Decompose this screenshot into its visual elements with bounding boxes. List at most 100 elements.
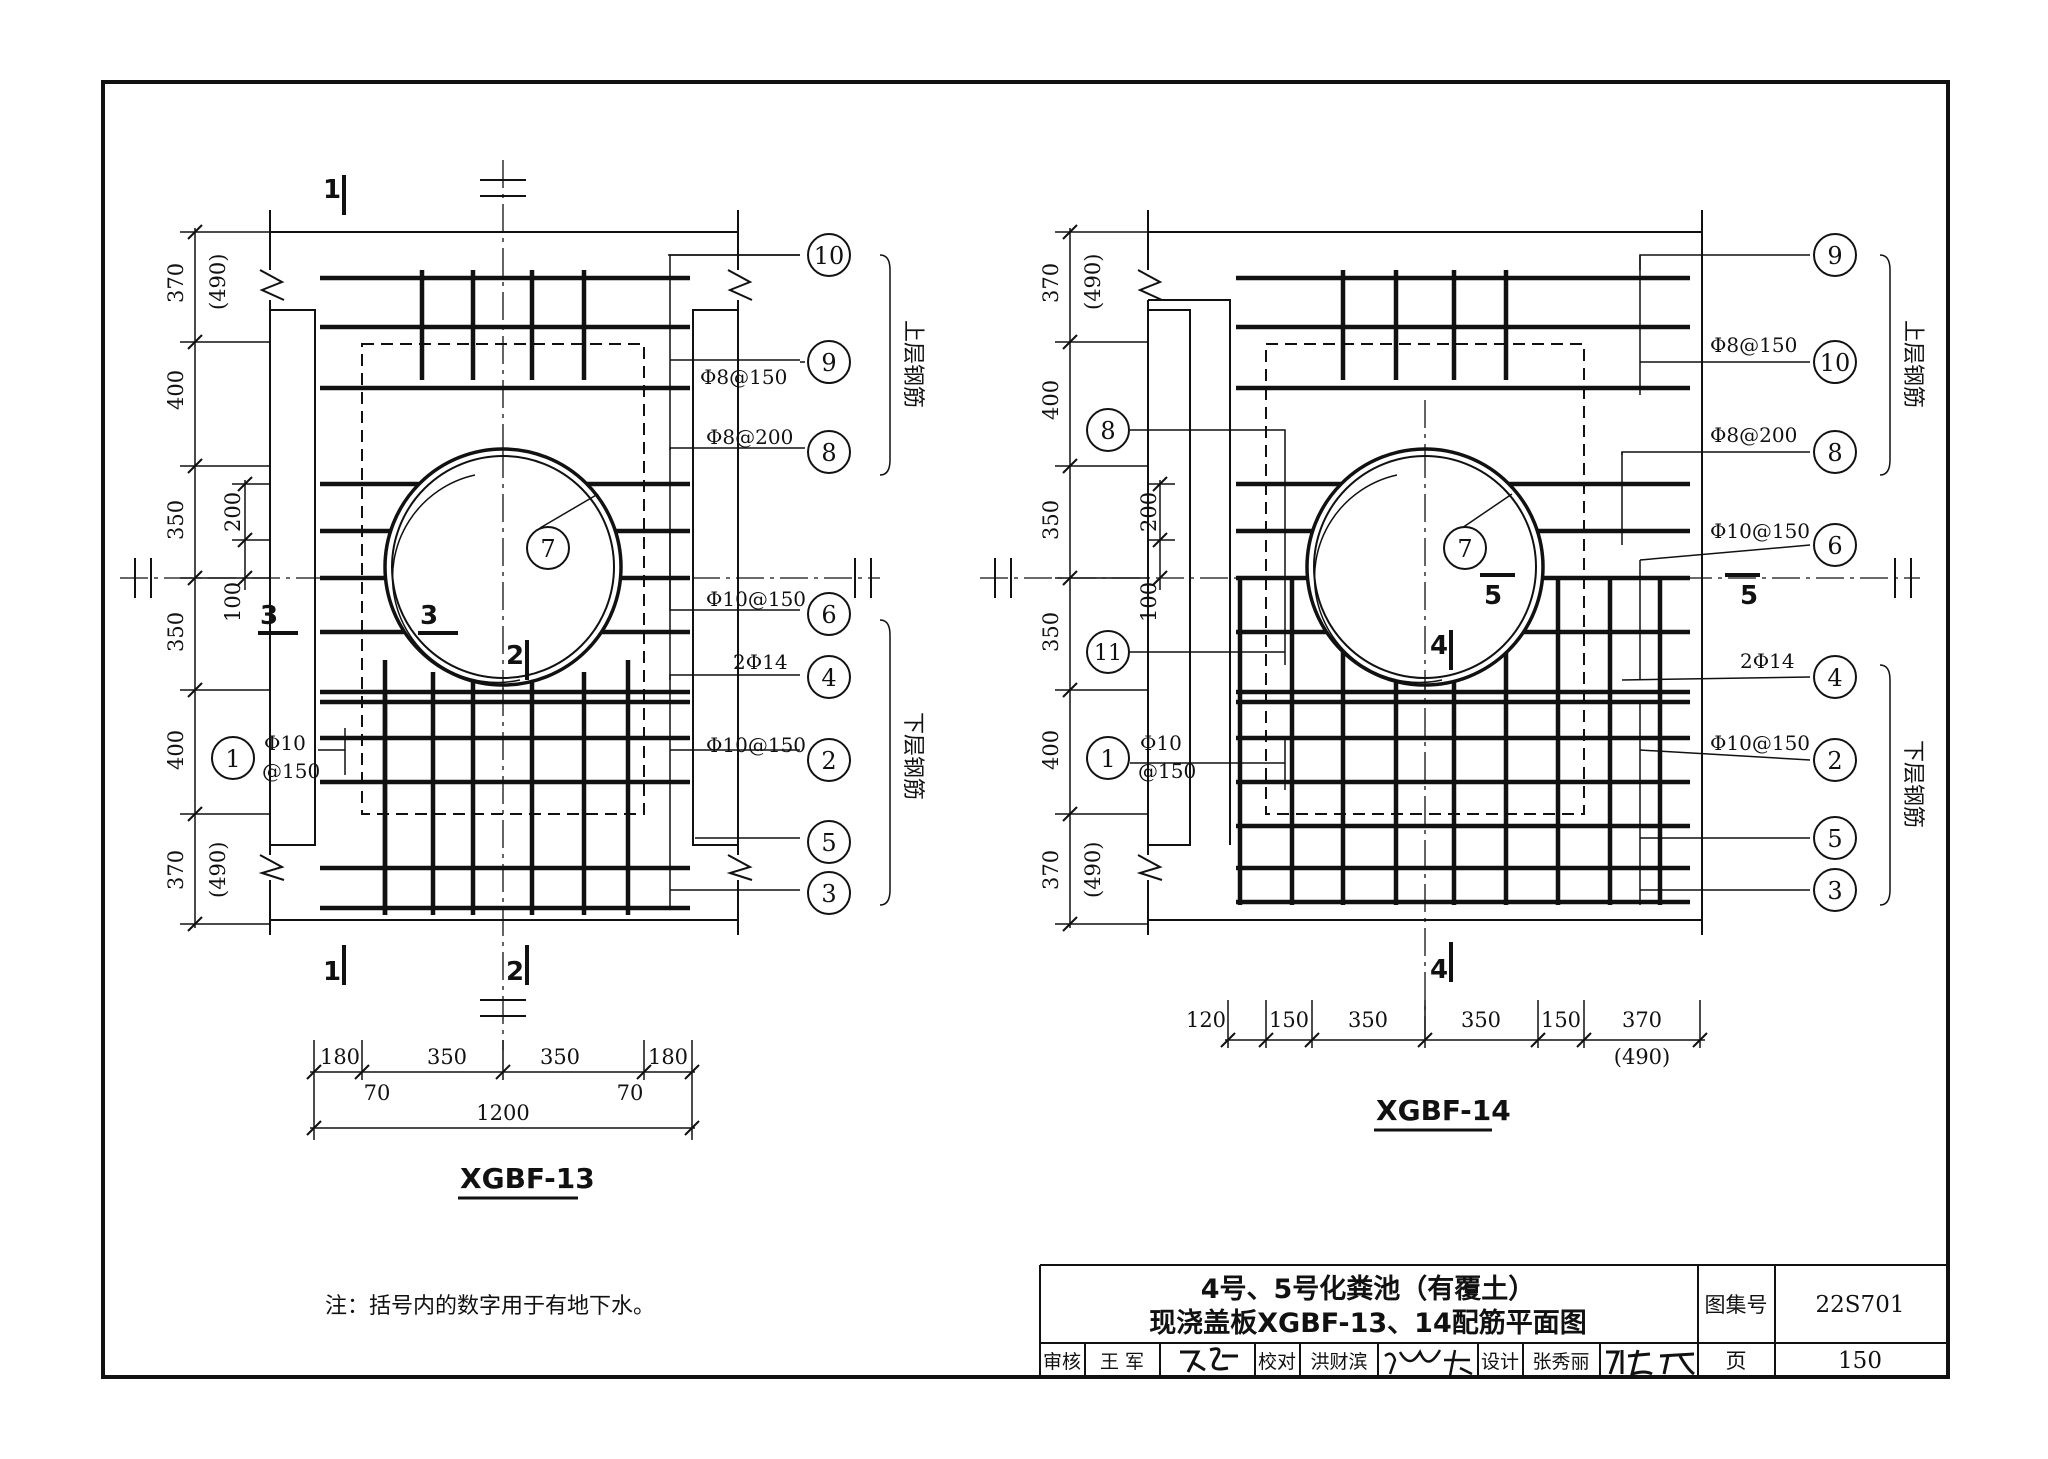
callout-7: 7: [526, 526, 570, 570]
label-1a: Φ10: [264, 731, 306, 755]
callout-11-r: 11: [1086, 630, 1130, 674]
section-2-bottom: 2: [506, 957, 524, 987]
drawing-title-left: XGBF-13: [460, 1162, 595, 1195]
dim-labels-horizontal-r: 120 150 350 350 150 370 (490): [1186, 1008, 1670, 1069]
section-1-bottom: 1: [323, 957, 341, 987]
dim-490-top: (490): [206, 254, 230, 310]
svg-text:10: 10: [1820, 349, 1851, 377]
svg-text:5: 5: [821, 829, 836, 857]
label-2-r: Φ10@150: [1710, 731, 1810, 755]
dim-350-l: 350: [427, 1045, 467, 1069]
callout-3-r: 3: [1813, 868, 1857, 912]
check-label: 校对: [1258, 1351, 1296, 1373]
dim-70-r: 70: [617, 1081, 644, 1105]
dim-350-a-r: 350: [1039, 500, 1063, 540]
section-marks-r: 4 4 5 5: [1430, 573, 1760, 985]
callout-4-r: 4: [1813, 655, 1857, 699]
rebar-vertical: [382, 270, 631, 915]
svg-text:8: 8: [821, 439, 836, 467]
atlas-number: 22S701: [1816, 1292, 1905, 1318]
svg-text:2: 2: [1827, 747, 1842, 775]
dim-350-l-r: 350: [1348, 1008, 1388, 1032]
section-1-top: 1: [323, 175, 341, 205]
svg-text:8: 8: [1827, 439, 1842, 467]
leaders: [318, 254, 891, 910]
title-block: 4号、5号化粪池（有覆土） 现浇盖板XGBF-13、14配筋平面图 图集号 22…: [1039, 1264, 1948, 1377]
drawing-xgbf-13: 370 (490) 400 350 200 100 350 400 370 (4…: [120, 160, 925, 1200]
section-5-mid: 5: [1484, 581, 1502, 611]
callout-5-r: 5: [1813, 816, 1857, 860]
svg-text:7: 7: [540, 535, 555, 563]
label-8-r: Φ8@200: [1710, 423, 1797, 447]
dim-370-r: 370: [1622, 1008, 1662, 1032]
label-1b: @150: [262, 759, 320, 783]
title-line-2: 现浇盖板XGBF-13、14配筋平面图: [1149, 1307, 1587, 1339]
dim-370-top-r: 370: [1039, 263, 1063, 303]
atlas-label: 图集号: [1705, 1293, 1768, 1317]
rebar-vertical-r: [1237, 270, 1663, 905]
svg-text:9: 9: [1827, 242, 1842, 270]
label-6: Φ10@150: [706, 587, 806, 611]
dim-chain-vertical-r: [1055, 224, 1175, 932]
svg-text:7: 7: [1457, 535, 1472, 563]
svg-text:3: 3: [1827, 877, 1842, 905]
dim-chain-horizontal: [306, 1040, 700, 1140]
dim-labels-vertical: 370 (490) 400 350 200 100 350 400 370 (4…: [164, 254, 245, 898]
dim-400-b: 400: [164, 730, 188, 770]
drawing-title-right: XGBF-14: [1376, 1094, 1511, 1127]
callout-8: 8: [807, 430, 851, 474]
check-name: 洪财滨: [1310, 1351, 1367, 1373]
dim-100: 100: [221, 582, 245, 622]
leaders-r: [1130, 254, 1891, 906]
group-upper-label: 上层钢筋: [900, 320, 925, 408]
dim-400-b-r: 400: [1039, 730, 1063, 770]
callout-4: 4: [807, 655, 851, 699]
dim-400: 400: [164, 370, 188, 410]
section-marks: 1 1 2 2 3 3: [258, 175, 529, 987]
dim-400-r: 400: [1039, 380, 1063, 420]
dim-150-r-r: 150: [1541, 1008, 1581, 1032]
svg-text:1: 1: [225, 745, 240, 773]
drawing-xgbf-14: 370 (490) 400 350 200 100 350 400 370 (4…: [980, 210, 1925, 1132]
dim-370-bottom: 370: [164, 850, 188, 890]
svg-text:6: 6: [821, 601, 836, 629]
callout-9: 9: [807, 340, 851, 384]
callouts: 10 9 Φ8@150 8 Φ8@200 7 6 Φ10@150 4 2Φ14 …: [211, 233, 851, 915]
label-4-r: 2Φ14: [1740, 649, 1795, 673]
dim-labels-vertical-r: 370 (490) 400 350 200 100 350 400 370 (4…: [1039, 254, 1161, 898]
section-5-right: 5: [1740, 581, 1758, 611]
dim-chain-horizontal-r: [1220, 1000, 1708, 1048]
design-name: 张秀丽: [1532, 1351, 1589, 1373]
sheet-border: [101, 80, 1950, 1379]
callout-10-r: 10: [1813, 340, 1857, 384]
note: 注：括号内的数字用于有地下水。: [325, 1294, 655, 1319]
callout-1: 1: [211, 736, 255, 780]
callout-6-r: 6: [1813, 523, 1857, 567]
dim-200: 200: [221, 492, 245, 532]
dim-1200: 1200: [476, 1101, 529, 1125]
dim-180-l: 180: [320, 1045, 360, 1069]
svg-text:5: 5: [1827, 825, 1842, 853]
callouts-r: 9 10 Φ8@150 8 Φ8@200 6 Φ10@150 4 2Φ14 2 …: [1086, 233, 1857, 912]
dim-350-r-r: 350: [1461, 1008, 1501, 1032]
dim-350-b: 350: [164, 612, 188, 652]
callout-6: 6: [807, 592, 851, 636]
label-1b-r: @150: [1138, 759, 1196, 783]
callout-9-r: 9: [1813, 233, 1857, 277]
dim-100-r: 100: [1137, 582, 1161, 622]
dim-180-r: 180: [648, 1045, 688, 1069]
svg-text:11: 11: [1094, 641, 1122, 666]
svg-text:10: 10: [814, 242, 845, 270]
callout-8-left-r: 8: [1086, 408, 1130, 452]
dim-70-l: 70: [364, 1081, 391, 1105]
label-2: Φ10@150: [706, 733, 806, 757]
dim-200-r: 200: [1137, 492, 1161, 532]
svg-text:3: 3: [821, 880, 836, 908]
svg-text:4: 4: [821, 664, 836, 692]
page-number: 150: [1838, 1348, 1882, 1374]
svg-text:2: 2: [821, 747, 836, 775]
signature-review: [1180, 1347, 1238, 1373]
page-label: 页: [1726, 1349, 1747, 1373]
callout-3: 3: [807, 871, 851, 915]
